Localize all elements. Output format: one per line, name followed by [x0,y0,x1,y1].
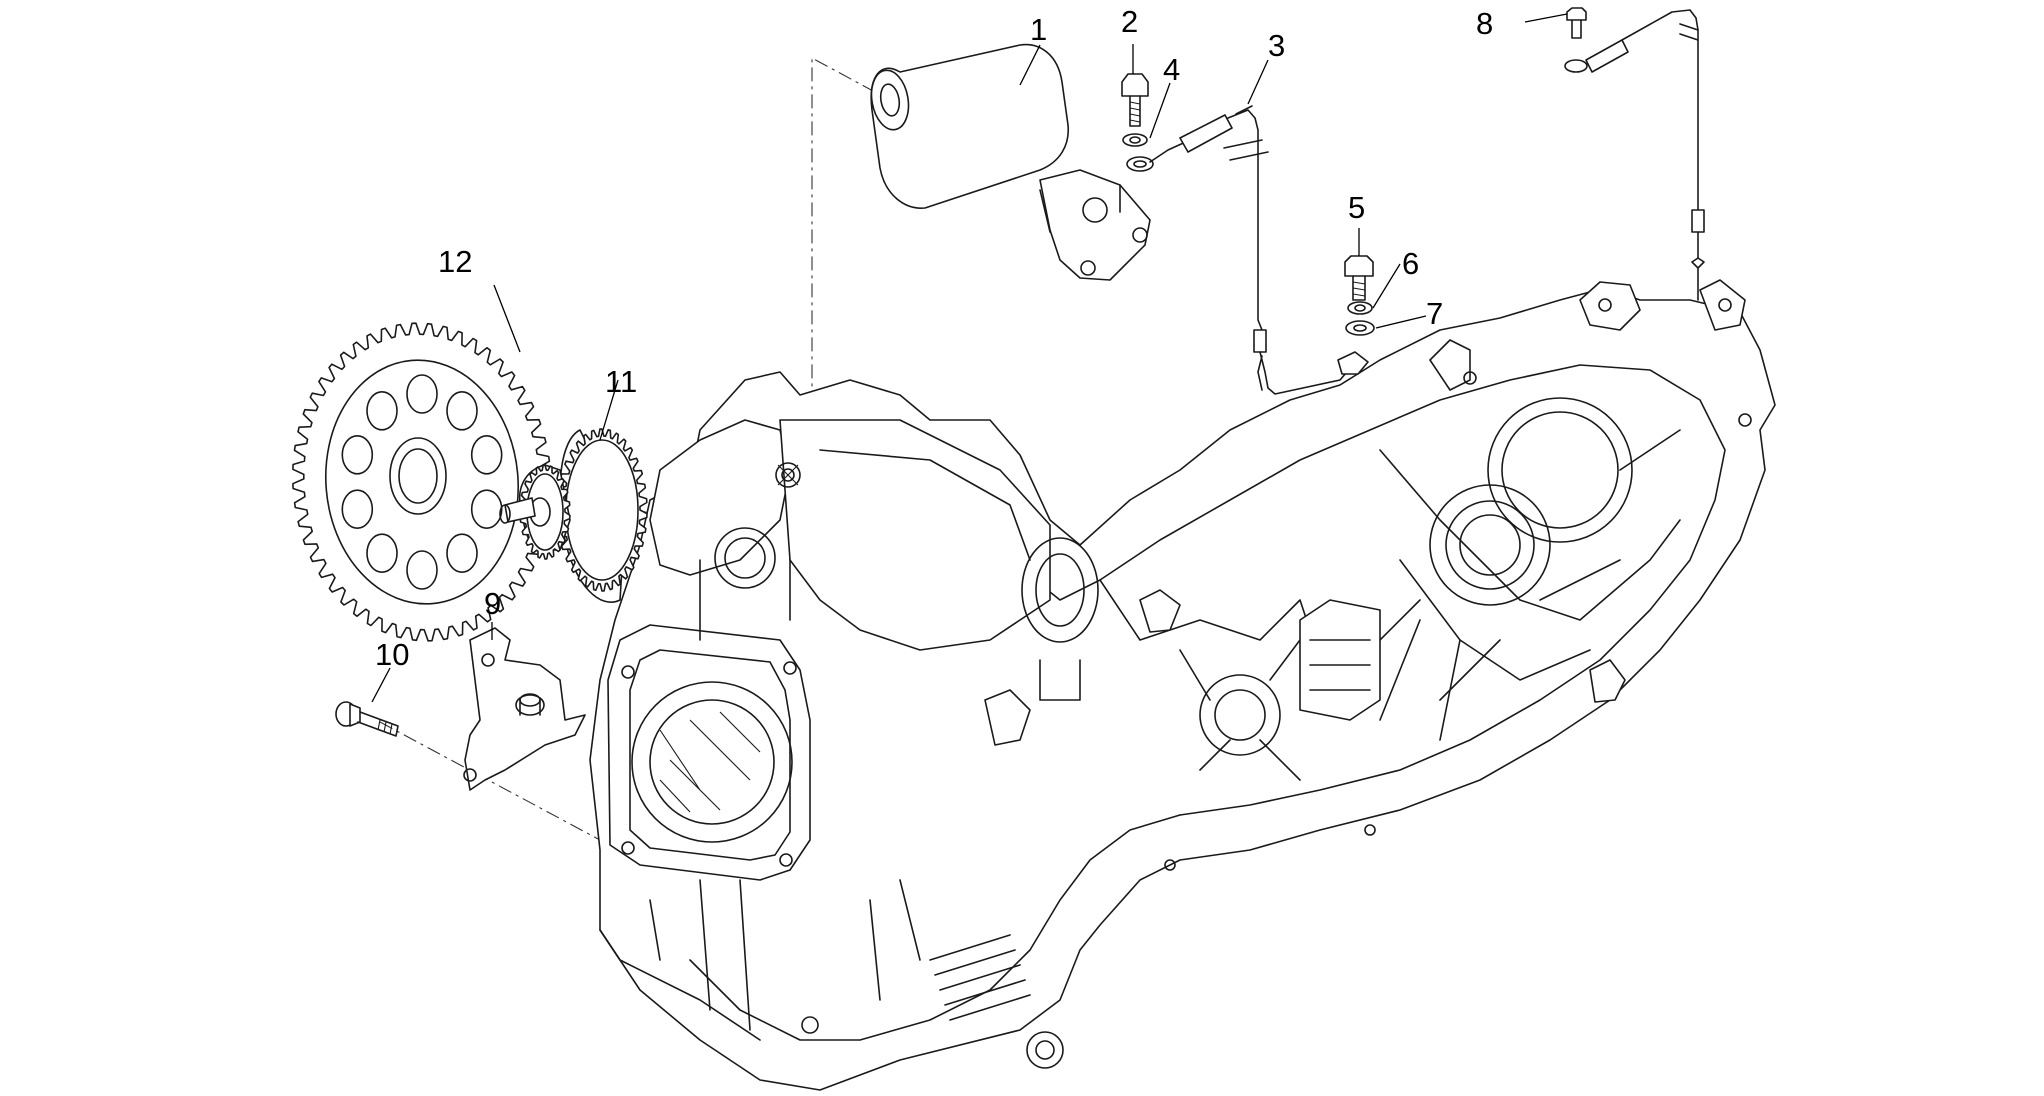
callout-5: 5 [1348,190,1365,225]
callout-labels: 1 2 3 4 5 6 7 8 9 10 11 12 [375,4,1493,672]
callout-11: 11 [605,364,637,399]
callout-1: 1 [1030,12,1047,47]
gear-hole [406,374,438,414]
gear-hole [366,390,398,431]
bolt-10 [335,701,399,737]
bracket-9 [463,627,586,791]
washer-7 [1345,320,1375,336]
gear-hole [341,489,374,530]
callout-12: 12 [438,244,472,279]
cable-end-8 [1564,9,1705,301]
gear-hole [470,434,503,475]
callout-2: 2 [1121,4,1138,39]
washer-4 [1122,133,1154,172]
callout-8: 8 [1476,6,1493,41]
gear-hole [470,489,503,530]
bolt-8 [1566,7,1587,39]
crankcase [589,279,1776,1091]
starter-gear-12 [292,322,552,642]
callout-7: 7 [1426,296,1443,331]
bolt-5 [1344,255,1374,301]
intermediate-gear-11 [499,428,648,603]
gear-hole [446,390,478,431]
callout-4: 4 [1163,52,1180,87]
callout-9: 9 [484,586,501,621]
callout-6: 6 [1402,246,1419,281]
starter-cable-3 [1149,105,1369,395]
gear-hole [366,533,398,574]
gear-hole [341,434,374,475]
washer-6 [1347,301,1373,315]
bolt-2 [1121,73,1149,127]
callout-10: 10 [375,637,409,672]
gear-hole [446,533,478,574]
leader-lines [371,13,1568,703]
callout-3: 3 [1268,28,1285,63]
starter-motor [870,43,1151,281]
gear-hole [406,550,438,590]
